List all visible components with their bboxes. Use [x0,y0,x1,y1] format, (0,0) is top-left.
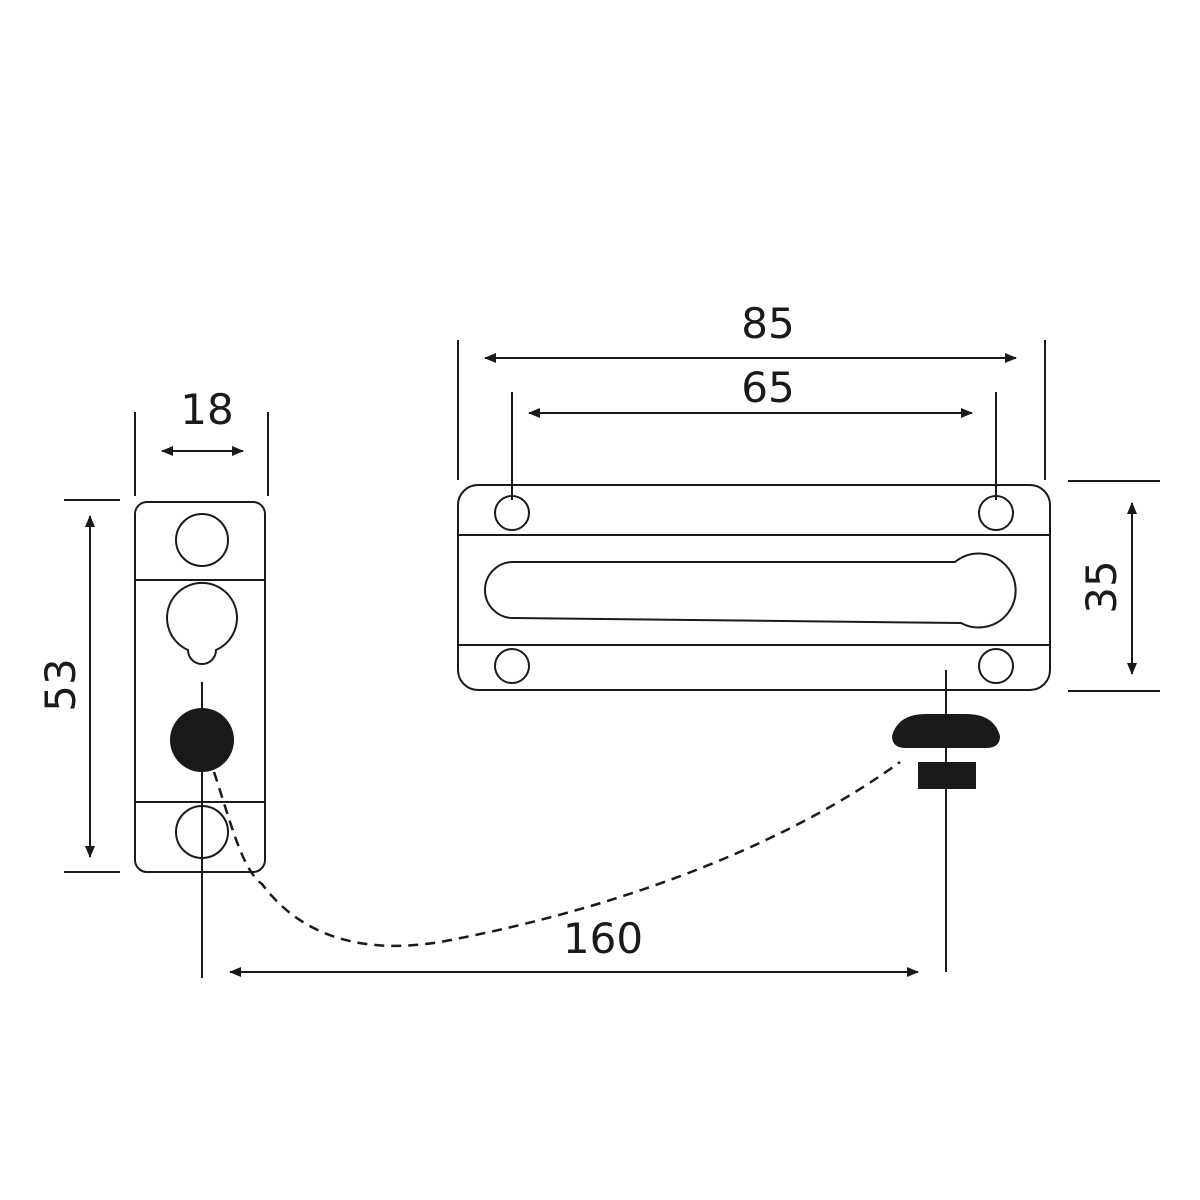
dim-label-53: 53 [36,658,85,711]
sliding-slot [484,552,1017,629]
dim-plate-width: 18 [134,385,269,496]
dim-hole-spacing: 65 [511,363,997,500]
slide-plate-outline [457,484,1051,691]
dim-label-85: 85 [741,299,794,348]
stop-collar [918,762,976,789]
slide-screw-hole-top-right [978,495,1014,531]
keeper-screw-hole-top [175,513,229,567]
chain-end-stop [892,714,1000,789]
chain [212,760,901,948]
slide-screw-hole-bottom-right [978,648,1014,684]
dim-label-35: 35 [1077,560,1126,613]
keyhole-slot [166,582,238,665]
dim-label-18: 18 [180,385,233,434]
dim-slide-height: 35 [1068,480,1160,692]
slide-screw-hole-top-left [494,495,530,531]
dim-slide-width: 85 [457,299,1046,480]
stop-head [892,714,1000,748]
dim-label-160: 160 [563,914,643,963]
slide-screw-hole-bottom-left [494,648,530,684]
dim-plate-height: 53 [36,499,120,873]
dim-chain-length: 160 [229,914,919,977]
keeper-plate-outline [134,501,266,873]
slide-plate [457,484,1051,972]
dim-label-65: 65 [741,363,794,412]
keeper-plate [134,501,266,978]
